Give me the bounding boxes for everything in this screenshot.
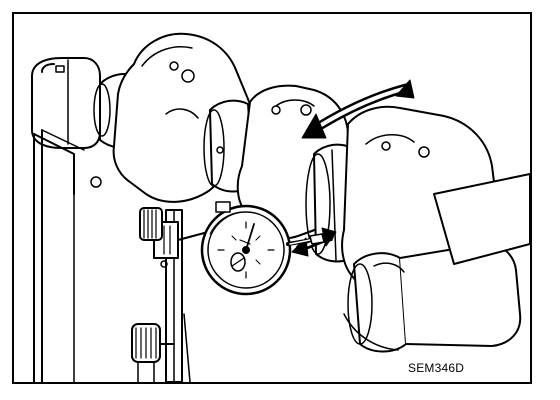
main-journal-3 [348,244,520,352]
figure-code-label: SEM346D [408,361,465,375]
dial-indicator [202,202,332,294]
crankshaft-endplay-illustration [14,14,530,382]
dial-indicator-stand [132,208,208,382]
engine-block-edge [34,130,84,382]
figure-frame: SEM346D [12,12,532,384]
counterweight-4 [344,174,530,350]
rotation-arrow [302,80,414,138]
